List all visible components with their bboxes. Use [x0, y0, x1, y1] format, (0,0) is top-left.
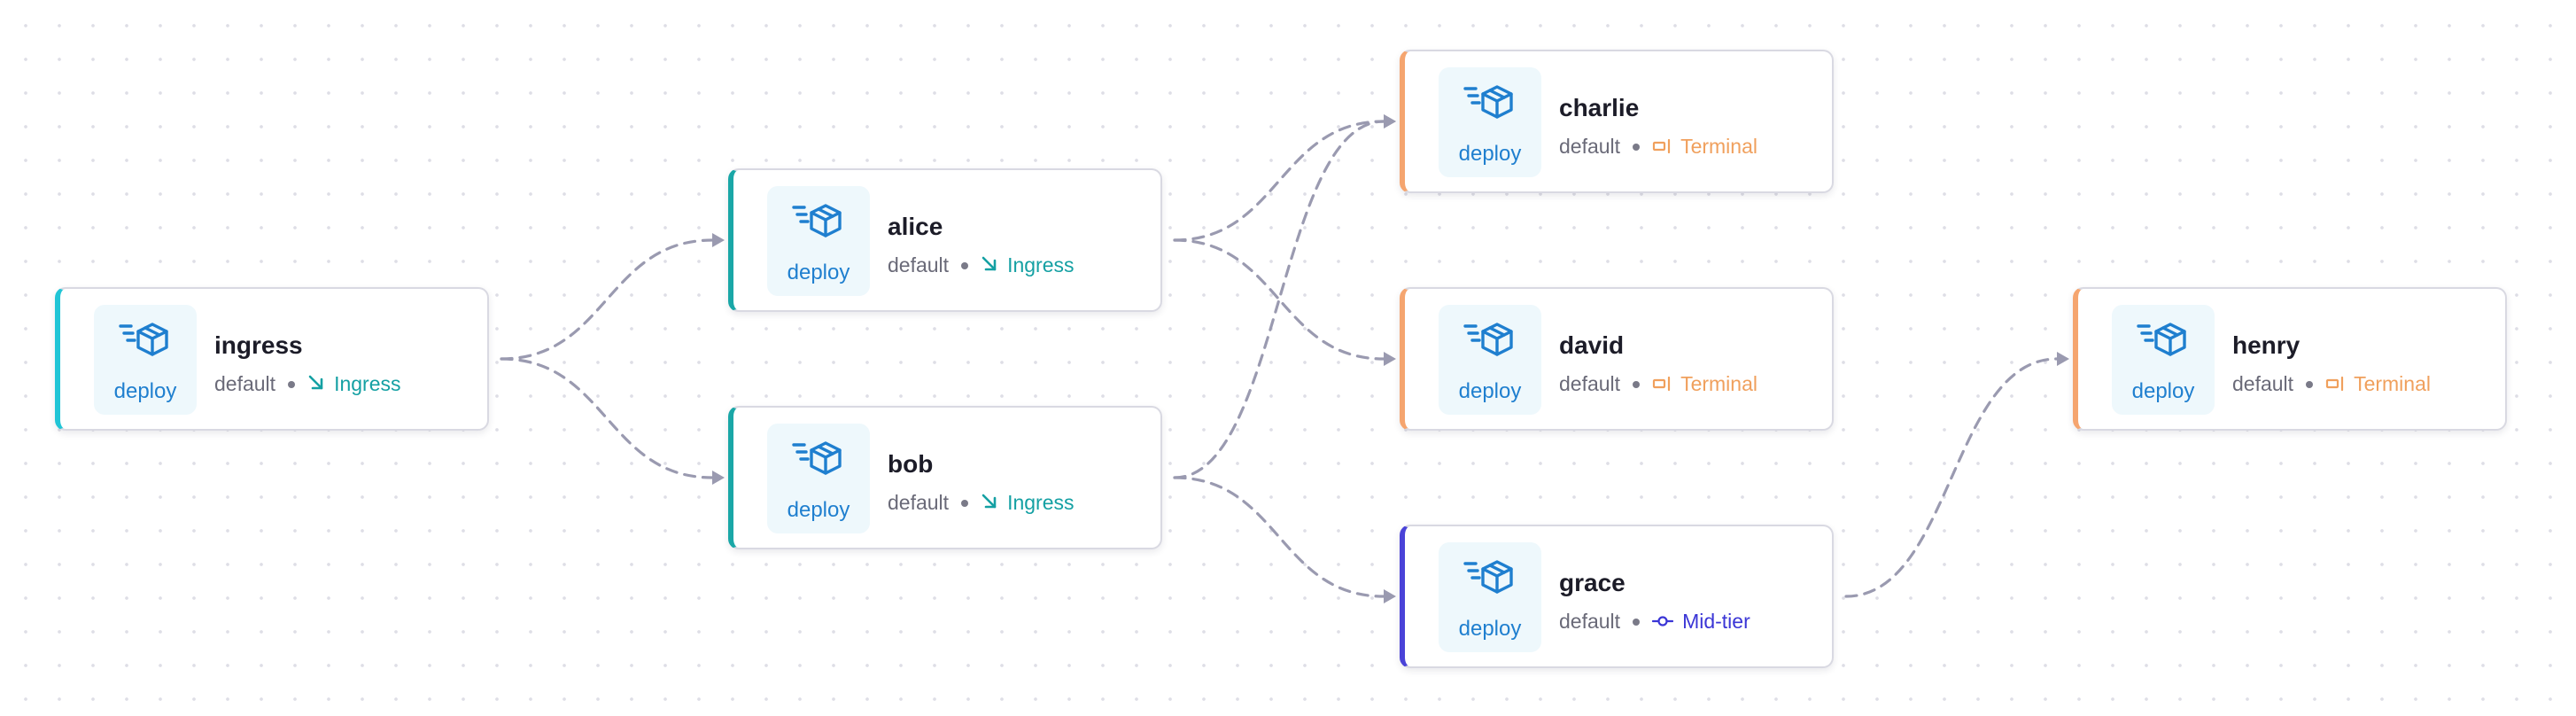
arrowhead-icon [712, 233, 725, 247]
node-kind-label: deploy [787, 498, 850, 522]
node-kind-label: deploy [1458, 379, 1522, 403]
role-badge: Terminal [2325, 372, 2431, 396]
node-meta: default Terminal [1559, 372, 1757, 396]
separator-dot [961, 499, 969, 507]
node-name: charlie [1559, 94, 1640, 121]
deploy-icon-box: deploy [2112, 305, 2215, 415]
edge-ingress-alice [500, 238, 714, 361]
edge-ingress-bob [500, 357, 714, 479]
deploy-icon-box: deploy [1439, 542, 1541, 652]
node-namespace: default [888, 253, 950, 276]
node-kind-label: deploy [2131, 379, 2195, 403]
node-name: ingress [214, 331, 303, 359]
node-name: grace [1559, 569, 1626, 596]
terminal-end-icon [1652, 136, 1672, 157]
node-alice[interactable]: deploy alice default Ingress [728, 168, 1162, 312]
terminal-end-icon [1652, 374, 1672, 394]
node-namespace: default [214, 372, 276, 395]
node-meta: default Terminal [2232, 372, 2431, 396]
role-badge: Ingress [307, 372, 401, 396]
node-name: henry [2232, 331, 2301, 359]
node-ingress[interactable]: deploy ingress default Ingress [55, 287, 489, 431]
role-badge: Ingress [981, 253, 1075, 277]
role-badge: Terminal [1652, 372, 1757, 396]
arrow-down-right-icon [981, 255, 998, 276]
node-name: david [1559, 331, 1625, 359]
edge-alice-charlie [1173, 120, 1385, 242]
separator-dot [1633, 143, 1641, 151]
arrow-down-right-icon [307, 374, 325, 395]
node-kind-label: deploy [787, 261, 850, 284]
deploy-icon-box: deploy [94, 305, 197, 415]
deploy-icon-box: deploy [1439, 305, 1541, 415]
arrow-down-right-icon [981, 493, 998, 514]
node-namespace: default [1559, 610, 1621, 633]
node-kind-label: deploy [113, 379, 177, 403]
separator-dot [2306, 380, 2314, 388]
node-meta: default Ingress [888, 253, 1075, 277]
node-namespace: default [2232, 372, 2294, 395]
arrowhead-icon [1384, 352, 1396, 366]
role-label: Terminal [1680, 135, 1757, 158]
role-label: Ingress [1007, 253, 1075, 276]
role-label: Mid-tier [1682, 610, 1750, 633]
node-namespace: default [1559, 372, 1621, 395]
node-meta: default Mid-tier [1559, 610, 1750, 634]
node-name: bob [888, 450, 934, 478]
role-badge: Terminal [1652, 135, 1757, 159]
separator-dot [1633, 618, 1641, 626]
node-grace[interactable]: deploy grace default Mid-tier [1400, 525, 1834, 668]
separator-dot [1633, 380, 1641, 388]
node-namespace: default [1559, 135, 1621, 158]
edge-bob-grace [1173, 476, 1385, 598]
node-kind-label: deploy [1458, 142, 1522, 166]
node-henry[interactable]: deploy henry default Terminal [2073, 287, 2507, 431]
role-label: Terminal [2354, 372, 2431, 395]
node-david[interactable]: deploy david default Terminal [1400, 287, 1834, 431]
separator-dot [288, 380, 296, 388]
separator-dot [961, 261, 969, 269]
deploy-icon-box: deploy [767, 424, 870, 533]
node-meta: default Terminal [1559, 135, 1757, 159]
node-kind-label: deploy [1458, 617, 1522, 641]
node-bob[interactable]: deploy bob default Ingress [728, 406, 1162, 549]
node-meta: default Ingress [888, 491, 1075, 515]
arrowhead-icon [1384, 589, 1396, 603]
arrowhead-icon [2057, 352, 2069, 366]
role-badge: Ingress [981, 491, 1075, 515]
arrowhead-icon [712, 471, 725, 485]
node-meta: default Ingress [214, 372, 401, 396]
role-badge: Mid-tier [1651, 610, 1750, 634]
edge-grace-henry [1844, 357, 2059, 598]
arrowhead-icon [1384, 114, 1396, 128]
deploy-icon-box: deploy [1439, 67, 1541, 177]
role-label: Terminal [1680, 372, 1757, 395]
terminal-end-icon [2325, 374, 2345, 394]
node-name: alice [888, 213, 943, 240]
edge-bob-charlie [1173, 120, 1385, 479]
node-namespace: default [888, 491, 950, 514]
node-charlie[interactable]: deploy charlie default Terminal [1400, 50, 1834, 193]
role-label: Ingress [1007, 491, 1075, 514]
commit-node-icon [1651, 611, 1674, 632]
deploy-icon-box: deploy [767, 186, 870, 296]
edge-alice-david [1173, 238, 1385, 361]
role-label: Ingress [334, 372, 401, 395]
